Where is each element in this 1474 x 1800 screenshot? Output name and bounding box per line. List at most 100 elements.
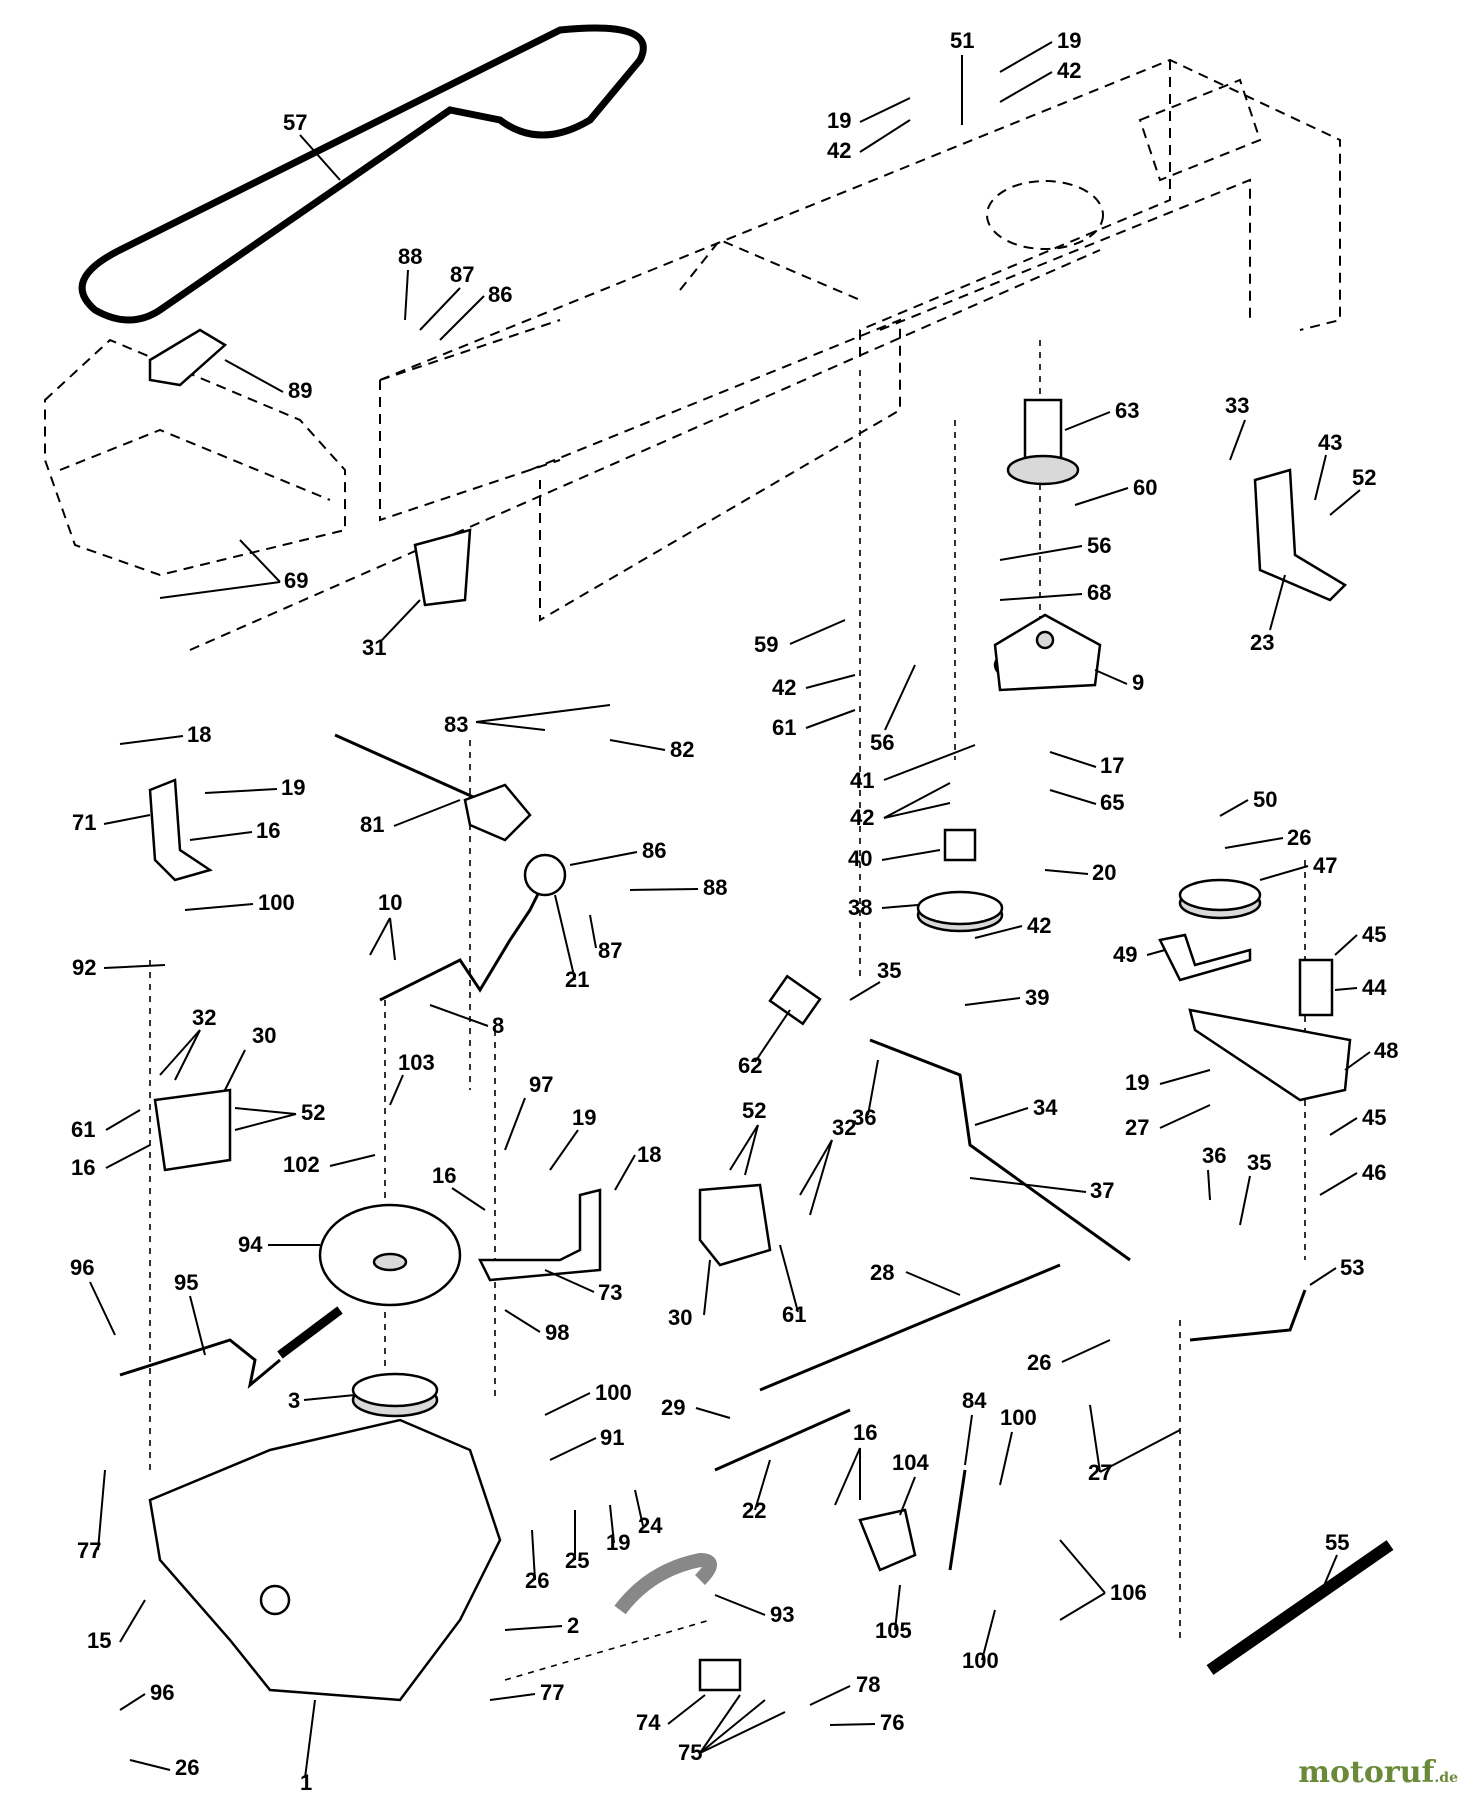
callout: 69 [284, 568, 308, 593]
callout: 71 [72, 810, 96, 835]
callout: 20 [1092, 860, 1116, 885]
callout: 63 [1115, 398, 1139, 423]
callout: 77 [540, 1680, 564, 1705]
link-84 [948, 1469, 967, 1571]
callout: 19 [1057, 28, 1081, 53]
callout: 88 [398, 244, 422, 269]
callout: 21 [565, 967, 589, 992]
callout: 8 [492, 1013, 504, 1038]
drive-belt [78, 24, 647, 324]
shift-shaft [334, 733, 481, 802]
callout: 18 [637, 1142, 661, 1167]
shift-arm [463, 783, 532, 842]
belt-guard [148, 328, 228, 387]
callout: 82 [670, 737, 694, 762]
callout: 42 [827, 138, 851, 163]
callout: 26 [525, 1568, 549, 1593]
callout: 52 [301, 1100, 325, 1125]
electric-clutch [993, 613, 1102, 692]
callout: 91 [600, 1425, 624, 1450]
callout: 105 [875, 1618, 912, 1643]
rod-28 [759, 1263, 1061, 1392]
shift-knob [523, 853, 567, 897]
callout: 50 [1253, 787, 1277, 812]
callout: 23 [1250, 630, 1274, 655]
callout: 92 [72, 955, 96, 980]
callout: 42 [850, 805, 874, 830]
callout: 18 [187, 722, 211, 747]
rod-22 [714, 1408, 851, 1472]
callout: 36 [852, 1105, 876, 1130]
callout: 76 [880, 1710, 904, 1735]
callout: 32 [192, 1005, 216, 1030]
callout: 19 [606, 1530, 630, 1555]
callout: 10 [378, 890, 402, 915]
transaxle-boss [259, 1584, 291, 1616]
watermark-suffix: .de [1434, 1770, 1458, 1786]
callout: 36 [1202, 1143, 1226, 1168]
callout: 2 [567, 1613, 579, 1638]
callout: 77 [77, 1538, 101, 1563]
callout: 9 [1132, 670, 1144, 695]
input-pulley [351, 1372, 439, 1418]
callout: 45 [1362, 922, 1386, 947]
callout: 47 [1313, 853, 1337, 878]
brake-spring [277, 1306, 343, 1359]
callout: 55 [1325, 1530, 1349, 1555]
callout: 93 [770, 1602, 794, 1627]
callout: 95 [174, 1270, 198, 1295]
callout-labels: 57 51 19 42 19 42 88 87 86 89 63 33 43 5… [70, 28, 1398, 1795]
bracket-71 [148, 778, 213, 882]
callout: 89 [288, 378, 312, 403]
callout: 61 [782, 1302, 806, 1327]
callout: 30 [668, 1305, 692, 1330]
callout: 45 [1362, 1105, 1386, 1130]
callout: 32 [832, 1115, 856, 1140]
callout: 87 [450, 262, 474, 287]
callout: 30 [252, 1023, 276, 1048]
callout: 60 [1133, 475, 1157, 500]
callout: 88 [703, 875, 727, 900]
callout: 96 [70, 1255, 94, 1280]
callout: 73 [598, 1280, 622, 1305]
watermark-logo: motoruf.de [1298, 1755, 1458, 1790]
heat-shield [413, 528, 472, 607]
callout: 19 [572, 1105, 596, 1130]
callout: 59 [754, 632, 778, 657]
callout: 100 [258, 890, 295, 915]
callout: 83 [444, 712, 468, 737]
callout: 16 [71, 1155, 95, 1180]
bracket-30-left [153, 1088, 232, 1172]
callout: 25 [565, 1548, 589, 1573]
callout: 40 [848, 846, 872, 871]
bracket-104 [858, 1508, 917, 1572]
callout: 74 [636, 1710, 661, 1735]
callout: 44 [1362, 975, 1387, 1000]
callout: 52 [1352, 465, 1376, 490]
transaxle [148, 1418, 502, 1702]
leader-lines [89, 41, 1371, 1779]
shift-lever [379, 889, 542, 1002]
callout: 22 [742, 1498, 766, 1523]
callout: 100 [595, 1380, 632, 1405]
pulley-47 [1178, 878, 1262, 920]
callout: 68 [1087, 580, 1111, 605]
callout: 19 [1125, 1070, 1149, 1095]
callout: 34 [1033, 1095, 1058, 1120]
callout: 94 [238, 1232, 263, 1257]
rod-53 [1189, 1289, 1307, 1342]
callout: 16 [853, 1420, 877, 1445]
callout: 26 [175, 1755, 199, 1780]
callout: 35 [877, 958, 901, 983]
callout: 35 [1247, 1150, 1271, 1175]
callout: 52 [742, 1098, 766, 1123]
pulley-38 [916, 828, 1004, 933]
callout: 27 [1088, 1460, 1112, 1485]
spacer-63 [1006, 398, 1080, 486]
callout: 100 [962, 1648, 999, 1673]
spring-55 [1206, 1540, 1394, 1675]
callout: 42 [772, 675, 796, 700]
callout: 19 [281, 775, 305, 800]
cooling-fan [318, 1203, 462, 1307]
callout: 16 [256, 818, 280, 843]
